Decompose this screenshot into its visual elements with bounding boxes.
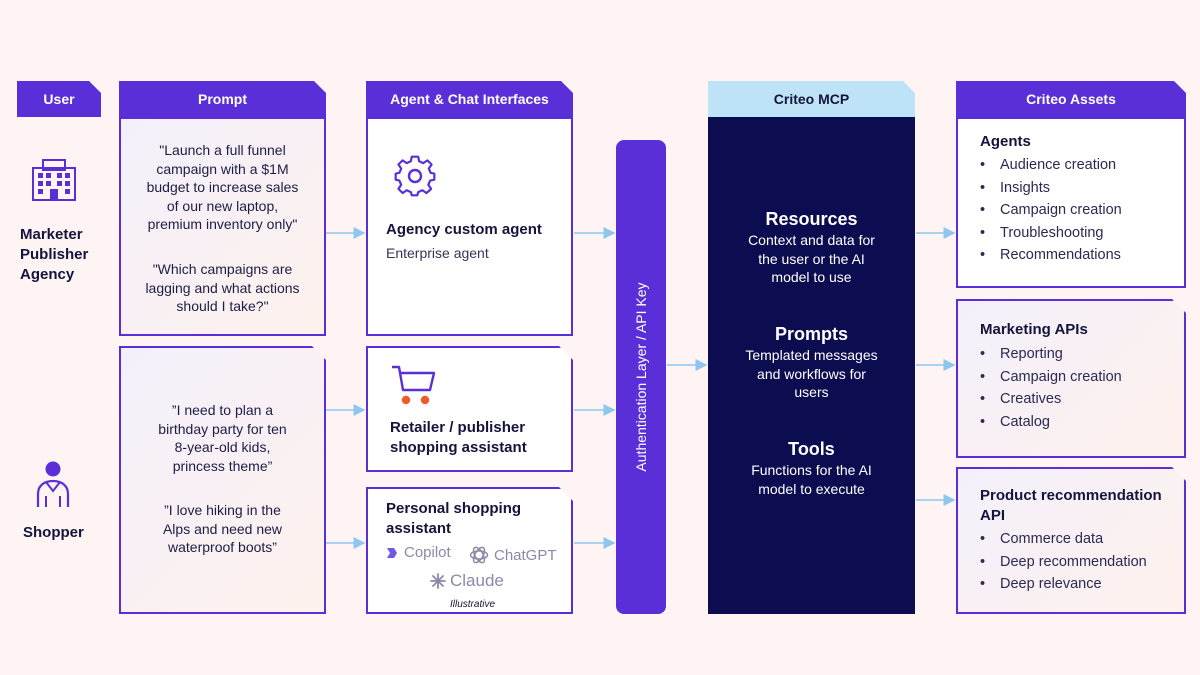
asset-product-title: Product recommendation API <box>980 487 1162 524</box>
prompt-text-hiking: ”I love hiking in the Alps and need new … <box>162 502 283 555</box>
agent-personal-title: Personal shopping assistant <box>386 500 522 537</box>
agent-box-custom: Agency custom agent Enterprise agent <box>366 117 573 336</box>
agent-box-retailer: Retailer / publisher shopping assistant <box>366 346 573 472</box>
agent-box-personal: Personal shopping assistant Copilot Chat… <box>366 487 573 614</box>
copilot-icon <box>387 547 397 558</box>
header-prompt: Prompt <box>119 81 326 117</box>
asset-marketing-list: Reporting Campaign creation Creatives Ca… <box>980 343 1122 433</box>
gear-icon <box>394 155 436 197</box>
list-item: Deep relevance <box>980 573 1147 596</box>
claude-logo: Claude <box>430 571 504 591</box>
header-user: User <box>17 81 101 117</box>
user-marketer-label: Marketer Publisher Agency <box>20 226 89 283</box>
agent-custom-title: Agency custom agent <box>386 221 542 238</box>
list-item: Catalog <box>980 411 1122 434</box>
list-item: Creatives <box>980 388 1122 411</box>
list-item: Campaign creation <box>980 366 1122 389</box>
mcp-tools-title: Tools <box>788 439 835 459</box>
header-mcp: Criteo MCP <box>708 81 915 117</box>
claude-icon <box>430 573 446 589</box>
prompt-box-shopper: ”I need to plan a birthday party for ten… <box>119 346 326 614</box>
mcp-panel: Resources Context and data for the user … <box>708 117 915 614</box>
mcp-prompts-desc: Templated messages and workflows for use… <box>745 347 878 400</box>
asset-agents-list: Audience creation Insights Campaign crea… <box>980 154 1122 267</box>
user-shopper-label: Shopper <box>23 524 84 541</box>
cart-icon <box>392 365 436 405</box>
authentication-layer: Authentication Layer / API Key <box>616 140 666 614</box>
building-icon <box>32 159 76 201</box>
list-item: Commerce data <box>980 528 1147 551</box>
chatgpt-icon <box>469 546 489 564</box>
asset-product-list: Commerce data Deep recommendation Deep r… <box>980 528 1147 596</box>
agent-retailer-title: Retailer / publisher shopping assistant <box>390 419 527 456</box>
prompt-text-lagging: "Which campaigns are lagging and what ac… <box>145 261 300 314</box>
mcp-prompts-title: Prompts <box>774 324 848 344</box>
asset-marketing-title: Marketing APIs <box>980 321 1088 338</box>
list-item: Deep recommendation <box>980 551 1147 574</box>
list-item: Campaign creation <box>980 199 1122 222</box>
list-item: Reporting <box>980 343 1122 366</box>
prompt-text-birthday: ”I need to plan a birthday party for ten… <box>158 402 287 474</box>
list-item: Insights <box>980 177 1122 200</box>
person-icon <box>36 461 70 507</box>
list-item: Troubleshooting <box>980 222 1122 245</box>
asset-box-marketing: Marketing APIs Reporting Campaign creati… <box>956 299 1186 458</box>
header-agents: Agent & Chat Interfaces <box>366 81 573 117</box>
header-assets: Criteo Assets <box>956 81 1186 117</box>
agent-custom-subtitle: Enterprise agent <box>386 245 489 261</box>
asset-box-product: Product recommendation API Commerce data… <box>956 467 1186 614</box>
chatgpt-logo: ChatGPT <box>468 544 557 566</box>
prompt-text-launch: "Launch a full funnel campaign with a $1… <box>146 142 299 232</box>
asset-agents-title: Agents <box>980 133 1031 150</box>
prompt-box-marketer: "Launch a full funnel campaign with a $1… <box>119 117 326 336</box>
list-item: Audience creation <box>980 154 1122 177</box>
copilot-logo: Copilot <box>384 544 451 561</box>
list-item: Recommendations <box>980 244 1122 267</box>
mcp-tools-desc: Functions for the AI model to execute <box>751 462 872 497</box>
asset-box-agents: Agents Audience creation Insights Campai… <box>956 117 1186 288</box>
illustrative-note: Illustrative <box>450 599 496 610</box>
mcp-resources-desc: Context and data for the user or the AI … <box>748 232 875 285</box>
mcp-resources-title: Resources <box>765 209 858 229</box>
